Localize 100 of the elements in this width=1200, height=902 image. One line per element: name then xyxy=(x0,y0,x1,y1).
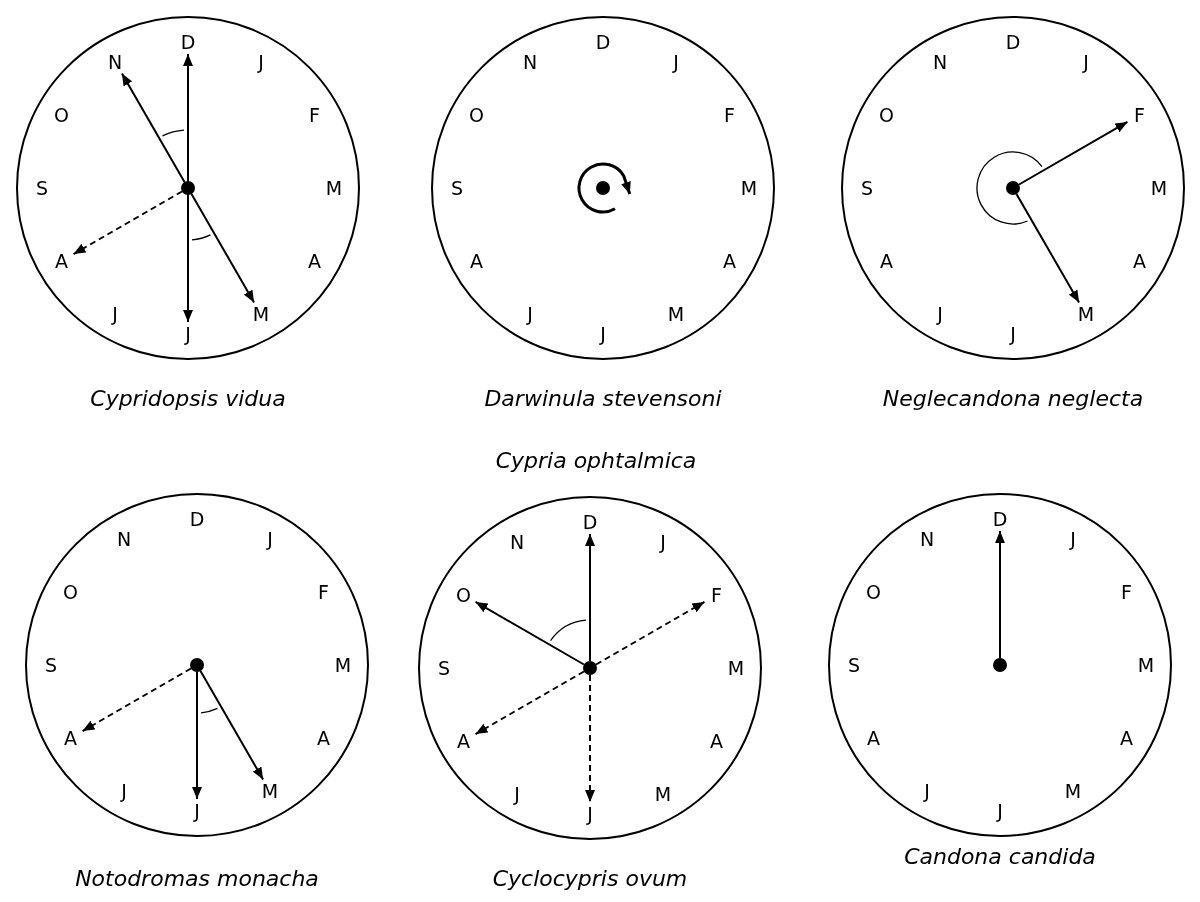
month-label: S xyxy=(39,653,63,677)
species-name: Candona candida xyxy=(903,844,1097,869)
month-label: M xyxy=(249,302,273,327)
center-dot xyxy=(993,658,1007,672)
month-label: J xyxy=(664,49,688,74)
month-label: M xyxy=(724,656,748,680)
month-label: A xyxy=(451,729,476,753)
month-label: M xyxy=(322,176,346,200)
month-label: O xyxy=(464,103,489,127)
month-label: O xyxy=(861,580,886,604)
month-label: J xyxy=(928,302,952,327)
center-dot xyxy=(181,181,195,195)
month-label: M xyxy=(331,653,355,677)
month-label: N xyxy=(928,49,952,74)
arrow xyxy=(1015,193,1081,304)
month-label: D xyxy=(988,507,1012,531)
species-name: Cypria ophtalmica xyxy=(494,448,698,473)
month-label: J xyxy=(112,779,136,804)
arrow xyxy=(585,674,595,803)
arrow xyxy=(585,533,595,662)
month-label: A xyxy=(464,249,489,273)
month-label: A xyxy=(58,726,83,750)
month-label: J xyxy=(103,302,127,327)
month-label: M xyxy=(1061,779,1085,804)
arrow xyxy=(474,670,585,736)
arrow xyxy=(190,193,256,304)
month-label: A xyxy=(302,249,327,273)
month-label: M xyxy=(664,302,688,327)
center-dot xyxy=(1006,181,1020,195)
month-label: M xyxy=(651,782,675,807)
center-dot xyxy=(190,658,204,672)
month-label: J xyxy=(176,322,200,346)
month-label: A xyxy=(311,726,336,750)
month-label: J xyxy=(249,49,273,74)
arrow xyxy=(183,53,193,182)
month-label: J xyxy=(578,802,602,826)
month-label: N xyxy=(915,526,939,551)
month-label: A xyxy=(874,249,899,273)
month-label: J xyxy=(505,782,529,807)
arrow xyxy=(120,72,186,183)
month-label: O xyxy=(874,103,899,127)
month-label: J xyxy=(518,302,542,327)
month-label: S xyxy=(855,176,879,200)
species-name: Cyclocypris ovum xyxy=(491,866,689,891)
month-label: S xyxy=(842,653,866,677)
month-label: N xyxy=(112,526,136,551)
month-label: J xyxy=(651,529,675,554)
month-label: J xyxy=(915,779,939,804)
arrow xyxy=(199,670,265,781)
month-label: O xyxy=(49,103,74,127)
month-label: J xyxy=(591,322,615,346)
month-circle xyxy=(418,496,762,840)
month-label: M xyxy=(737,176,761,200)
species-name: Darwinula stevensoni xyxy=(483,386,723,411)
month-label: J xyxy=(1001,322,1025,346)
month-label: D xyxy=(578,510,602,534)
month-label: J xyxy=(1074,49,1098,74)
month-label: N xyxy=(103,49,127,74)
month-label: F xyxy=(704,583,729,607)
month-label: J xyxy=(1061,526,1085,551)
species-name: Neglecandona neglecta xyxy=(881,386,1145,411)
month-label: S xyxy=(30,176,54,200)
month-label: A xyxy=(49,249,74,273)
month-label: F xyxy=(1127,103,1152,127)
month-label: N xyxy=(518,49,542,74)
month-label: O xyxy=(451,583,476,607)
month-label: A xyxy=(717,249,742,273)
month-label: M xyxy=(1074,302,1098,327)
arrow xyxy=(192,671,202,800)
month-circle xyxy=(841,16,1185,360)
month-label: M xyxy=(1147,176,1171,200)
month-circle xyxy=(16,16,360,360)
month-label: F xyxy=(302,103,327,127)
species-name: Cypridopsis vidua xyxy=(89,386,287,411)
arrow xyxy=(72,190,183,256)
arrow xyxy=(183,194,193,323)
month-circle xyxy=(431,16,775,360)
month-label: D xyxy=(1001,30,1025,54)
month-label: N xyxy=(505,529,529,554)
month-label: A xyxy=(861,726,886,750)
month-label: A xyxy=(704,729,729,753)
center-dot xyxy=(596,181,610,195)
month-label: A xyxy=(1127,249,1152,273)
arrow xyxy=(995,530,1005,659)
month-label: F xyxy=(311,580,336,604)
arrow xyxy=(474,600,585,666)
month-label: D xyxy=(176,30,200,54)
month-label: J xyxy=(258,526,282,551)
month-label: J xyxy=(988,799,1012,823)
month-label: D xyxy=(591,30,615,54)
arrow xyxy=(81,667,192,733)
month-circle xyxy=(828,493,1172,837)
month-label: D xyxy=(185,507,209,531)
arrow xyxy=(1018,120,1129,186)
month-label: O xyxy=(58,580,83,604)
month-label: M xyxy=(258,779,282,804)
center-dot xyxy=(583,661,597,675)
species-name: Notodromas monacha xyxy=(74,866,320,891)
month-label: F xyxy=(1114,580,1139,604)
month-circle xyxy=(25,493,369,837)
